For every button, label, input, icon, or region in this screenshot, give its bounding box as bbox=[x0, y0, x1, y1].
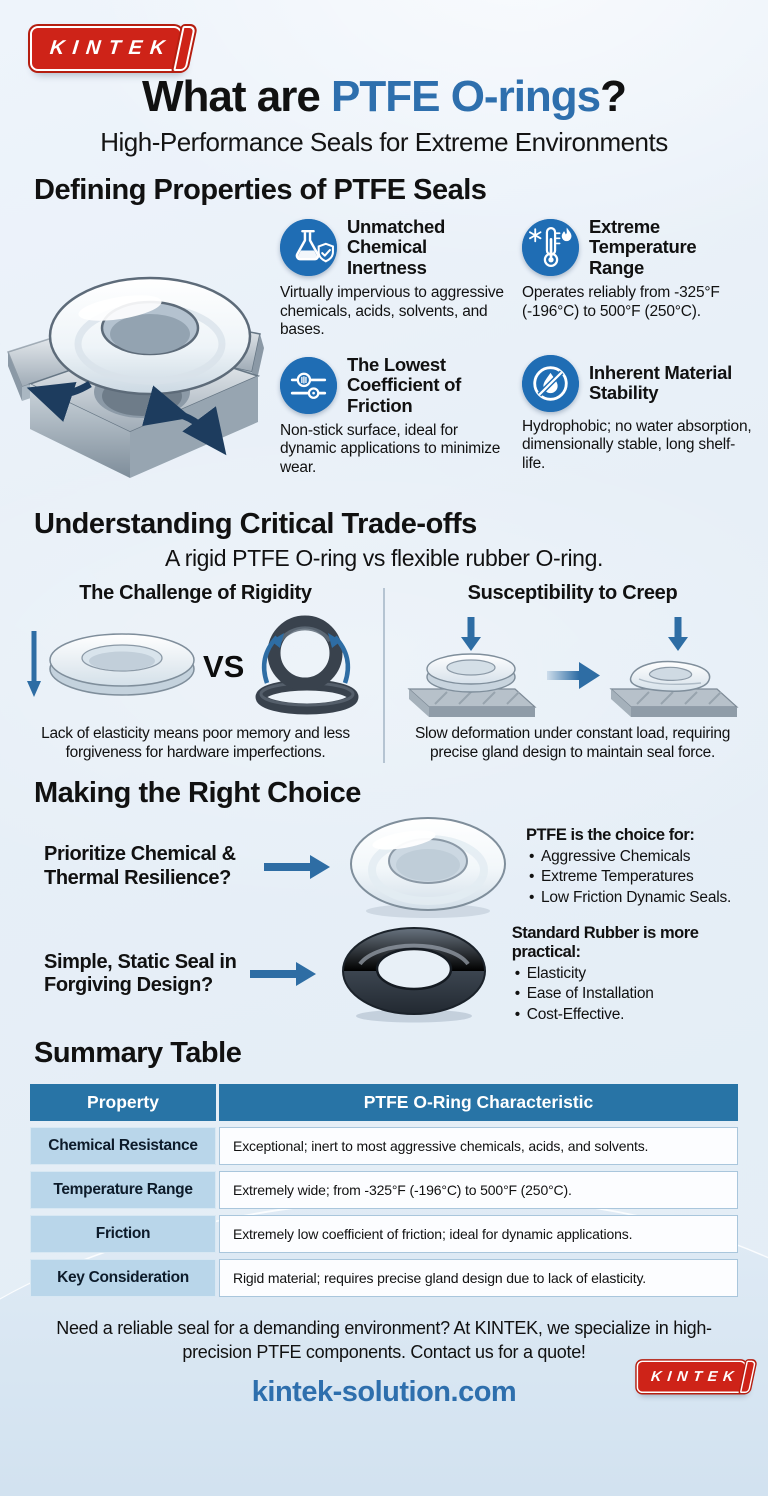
section-heading: Defining Properties of PTFE Seals bbox=[34, 174, 487, 206]
column-header-property: Property bbox=[30, 1084, 216, 1122]
table-header-row: Property PTFE O-Ring Characteristic bbox=[30, 1084, 738, 1122]
feature-grid: Unmatched Chemical Inertness Virtually i… bbox=[280, 216, 752, 478]
feature-title: Inherent Material Stability bbox=[589, 361, 732, 404]
creep-illustration bbox=[406, 617, 739, 717]
answer-title: Standard Rubber is more practical: bbox=[511, 923, 699, 961]
answer-bullet: Cost-Effective. bbox=[512, 1005, 754, 1026]
property-cell: Chemical Resistance bbox=[30, 1127, 216, 1166]
section-heading: Making the Right Choice bbox=[34, 776, 361, 809]
feature-title: The Lowest Coefficient of Friction bbox=[347, 353, 461, 416]
feature-low-friction: The Lowest Coefficient of Friction Non-s… bbox=[280, 353, 510, 478]
feature-temperature-range: Extreme Temperature Range Operates relia… bbox=[522, 216, 752, 340]
feature-title: Extreme Temperature Range bbox=[589, 216, 697, 278]
answer-list: Elasticity Ease of Installation Cost-Eff… bbox=[512, 964, 754, 1026]
section-tradeoffs: Understanding Critical Trade-offs A rigi… bbox=[0, 508, 768, 763]
page-subtitle: High-Performance Seals for Extreme Envir… bbox=[100, 127, 668, 157]
tradeoff-caption: Slow deformation under constant load, re… bbox=[414, 725, 731, 761]
feature-material-stability: Inherent Material Stability Hydrophobic;… bbox=[522, 354, 752, 478]
section-defining-properties: Defining Properties of PTFE Seals bbox=[0, 174, 768, 500]
property-cell: Temperature Range bbox=[30, 1171, 216, 1210]
tradeoff-caption: Lack of elasticity means poor memory and… bbox=[41, 725, 350, 761]
title-suffix: ? bbox=[600, 72, 627, 121]
feature-description: Virtually impervious to aggressive chemi… bbox=[280, 284, 504, 339]
tradeoff-rigidity: The Challenge of Rigidity VS bbox=[8, 582, 383, 763]
feature-description: Non-stick surface, ideal for dynamic app… bbox=[280, 421, 501, 477]
characteristic-cell: Extremely low coefficient of friction; i… bbox=[219, 1215, 738, 1254]
answer-bullet: Extreme Temperatures bbox=[526, 867, 731, 888]
section-summary-table: Summary Table Property PTFE O-Ring Chara… bbox=[0, 1037, 768, 1303]
choice-option-ptfe: Prioritize Chemical & Thermal Resilience… bbox=[0, 814, 768, 920]
flask-shield-icon bbox=[280, 219, 337, 277]
black-rubber-o-ring bbox=[341, 927, 486, 1023]
vs-label: VS bbox=[203, 649, 244, 684]
table-row: Temperature Range Extremely wide; from -… bbox=[30, 1171, 738, 1210]
tradeoffs-subtitle: A rigid PTFE O-ring vs flexible rubber O… bbox=[165, 545, 603, 571]
choice-question: Prioritize Chemical & Thermal Resilience… bbox=[44, 843, 236, 889]
summary-table: Property PTFE O-Ring Characteristic Chem… bbox=[27, 1078, 741, 1303]
kintek-logo-small: KINTEK bbox=[636, 1360, 746, 1393]
answer-bullet: Low Friction Dynamic Seals. bbox=[526, 888, 731, 909]
rigidity-vs-illustration: VS bbox=[26, 615, 358, 715]
answer-bullet: Ease of Installation bbox=[512, 984, 754, 1005]
choice-question: Simple, Static Seal in Forgiving Design? bbox=[44, 950, 237, 997]
choice-option-rubber: Simple, Static Seal in Forgiving Design? bbox=[0, 923, 768, 1026]
feature-title: Unmatched Chemical Inertness bbox=[347, 216, 446, 278]
tradeoff-creep: Susceptibility to Creep bbox=[385, 582, 760, 763]
section-heading: Summary Table bbox=[34, 1037, 242, 1070]
table-row: Friction Extremely low coefficient of fr… bbox=[30, 1215, 738, 1254]
characteristic-cell: Extremely wide; from -325°F (-196°C) to … bbox=[219, 1171, 738, 1210]
snowflake-thermometer-flame-icon bbox=[522, 219, 579, 277]
footer-cta: Need a reliable seal for a demanding env… bbox=[56, 1318, 712, 1362]
title-highlight: PTFE O-rings bbox=[331, 72, 601, 121]
right-arrow-icon bbox=[249, 962, 316, 987]
friction-sliders-icon bbox=[280, 356, 337, 414]
feature-description: Operates reliably from -325°F (-196°C) t… bbox=[522, 284, 720, 320]
table-row: Chemical Resistance Exceptional; inert t… bbox=[30, 1127, 738, 1166]
feature-chemical-inertness: Unmatched Chemical Inertness Virtually i… bbox=[280, 216, 510, 340]
property-cell: Key Consideration bbox=[30, 1259, 216, 1298]
section-heading: Understanding Critical Trade-offs bbox=[34, 508, 477, 540]
section-right-choice: Making the Right Choice Prioritize Chemi… bbox=[0, 776, 768, 1026]
choice-answer: Standard Rubber is more practical: Elast… bbox=[511, 923, 754, 1026]
no-water-drop-icon bbox=[522, 354, 579, 412]
feature-description: Hydrophobic; no water absorption, dimens… bbox=[522, 417, 752, 472]
tradeoff-title: Susceptibility to Creep bbox=[467, 582, 678, 604]
page-title: What are PTFE O-rings? bbox=[0, 0, 768, 122]
answer-bullet: Aggressive Chemicals bbox=[526, 847, 731, 868]
answer-bullet: Elasticity bbox=[512, 964, 754, 985]
characteristic-cell: Rigid material; requires precise gland d… bbox=[219, 1259, 738, 1298]
tradeoff-title: The Challenge of Rigidity bbox=[79, 582, 312, 604]
column-header-characteristic: PTFE O-Ring Characteristic bbox=[219, 1084, 738, 1122]
title-prefix: What are bbox=[141, 72, 332, 121]
right-arrow-icon bbox=[264, 854, 330, 879]
kintek-logo-text: KINTEK bbox=[48, 37, 174, 59]
answer-list: Aggressive Chemicals Extreme Temperature… bbox=[526, 847, 731, 909]
kintek-logo-text: KINTEK bbox=[649, 1368, 740, 1385]
choice-answer: PTFE is the choice for: Aggressive Chemi… bbox=[526, 825, 731, 909]
characteristic-cell: Exceptional; inert to most aggressive ch… bbox=[219, 1127, 738, 1166]
kintek-logo: KINTEK bbox=[30, 26, 183, 71]
answer-title: PTFE is the choice for: bbox=[526, 825, 695, 844]
white-ptfe-o-ring bbox=[350, 816, 506, 918]
table-row: Key Consideration Rigid material; requir… bbox=[30, 1259, 738, 1298]
property-cell: Friction bbox=[30, 1215, 216, 1254]
column-divider bbox=[383, 588, 385, 763]
o-ring-gland-illustration bbox=[7, 276, 264, 478]
